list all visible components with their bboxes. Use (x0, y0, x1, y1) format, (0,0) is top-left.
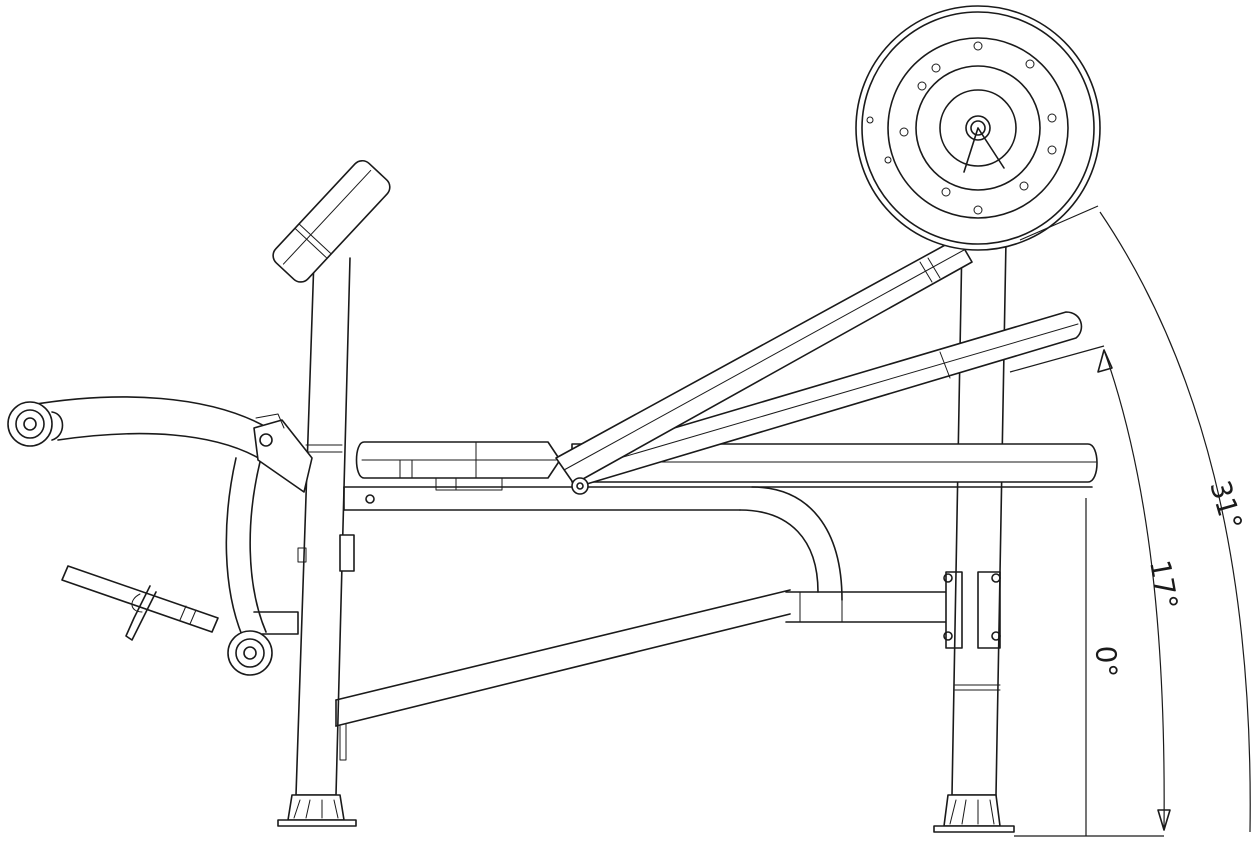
main-frame (335, 486, 1093, 761)
angle-dimensions (1009, 205, 1251, 837)
rear-foot (277, 794, 357, 827)
angle-label-0: 0° (1089, 645, 1123, 678)
backrest-pivot (571, 477, 589, 495)
weight-plate (855, 5, 1101, 251)
front-upright (951, 239, 1007, 796)
back-pad-31deg (555, 237, 973, 485)
angle-label-31: 31° (1203, 477, 1248, 534)
leg-developer (7, 396, 313, 676)
arm-curl-pad (272, 159, 391, 283)
seat-pad (355, 441, 561, 491)
angle-label-17: 17° (1143, 557, 1184, 612)
front-foot (933, 794, 1015, 833)
back-pad-17deg (565, 311, 1083, 487)
rear-upright (295, 257, 355, 796)
